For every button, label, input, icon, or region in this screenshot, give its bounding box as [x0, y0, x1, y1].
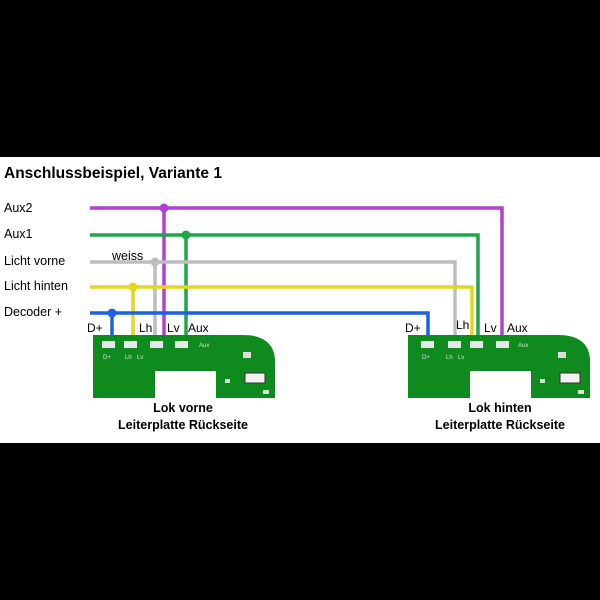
pcb-lok-hinten: D+ Lh Lv Aux	[408, 335, 590, 398]
wire-note-weiss: weiss	[111, 249, 143, 263]
silk-aux: Aux	[199, 343, 209, 349]
pin-label-lv: Lv	[167, 321, 180, 335]
caption-lok-hinten-line2: Leiterplatte Rückseite	[435, 418, 565, 432]
caption-lok-vorne-line1: Lok vorne	[153, 401, 213, 415]
pin-label-lv: Lv	[484, 321, 497, 335]
silk-lv: Lv	[458, 355, 464, 361]
diagram-title: Anschlussbeispiel, Variante 1	[4, 165, 222, 182]
silk-aux: Aux	[518, 343, 528, 349]
silk-lv: Lv	[137, 355, 143, 361]
wire-label-aux1: Aux1	[4, 227, 33, 241]
junction-aux1	[181, 230, 191, 240]
pin-label-aux: Aux	[507, 321, 528, 335]
caption-lok-hinten-line1: Lok hinten	[468, 401, 531, 415]
pin-label-lh: Lh	[139, 321, 152, 335]
silk-d-plus: D+	[103, 355, 111, 361]
wire-licht-vorne	[90, 260, 457, 337]
caption-lok-vorne-line2: Leiterplatte Rückseite	[118, 418, 248, 432]
wire-label-aux2: Aux2	[4, 201, 33, 215]
junction-decoder-plus	[107, 308, 117, 318]
wire-label-licht-vorne: Licht vorne	[4, 254, 65, 268]
junction-aux2	[159, 203, 169, 213]
junction-licht-vorne	[150, 257, 160, 267]
pin-label-d-plus: D+	[405, 321, 421, 335]
junction-licht-hinten	[128, 282, 138, 292]
wire-label-licht-hinten: Licht hinten	[4, 279, 68, 293]
silk-d-plus: D+	[422, 355, 430, 361]
wire-label-decoder-plus: Decoder +	[4, 305, 62, 319]
pin-label-aux: Aux	[188, 321, 209, 335]
wire-aux2	[90, 206, 504, 337]
pin-label-lh: Lh	[456, 318, 469, 332]
pcb-lok-vorne: D+ Lh Lv Aux	[93, 335, 275, 398]
diagram-panel: Anschlussbeispiel, Variante 1 Aux2 Aux1 …	[0, 157, 600, 443]
wiring-diagram: Aux2 Aux1 Licht vorne Licht hinten Decod…	[4, 201, 590, 432]
silk-lh: Lh	[446, 355, 453, 361]
silk-lh: Lh	[125, 355, 132, 361]
pin-label-d-plus: D+	[87, 321, 103, 335]
